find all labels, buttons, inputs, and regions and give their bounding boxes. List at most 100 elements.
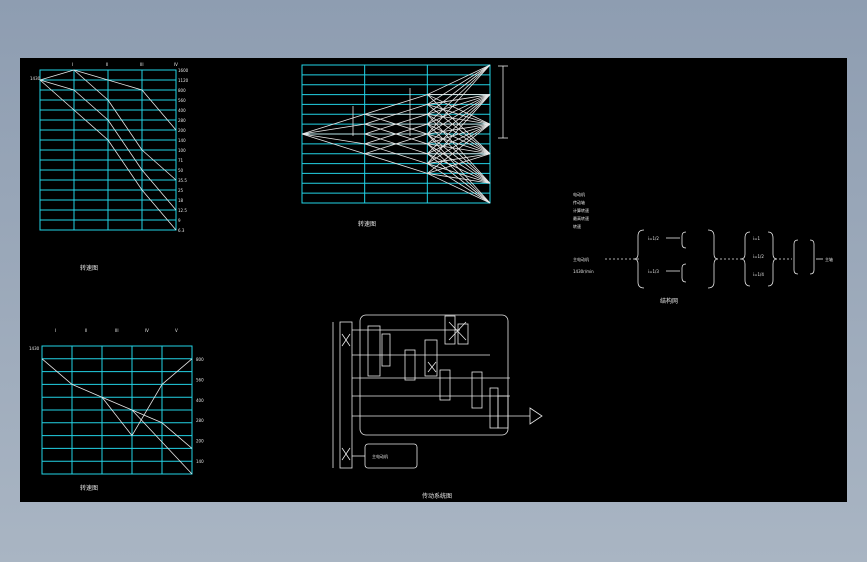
structure-net-ray (427, 173, 491, 204)
note-line: 传动轴 (573, 199, 585, 205)
note-line: 转速 (573, 223, 581, 229)
speed-chart-1-ray (107, 119, 143, 171)
speed-chart-2-speed-value: 140 (196, 459, 204, 464)
speed-chart-1-ray (73, 69, 109, 101)
speed-chart-2-ray (131, 409, 163, 424)
speed-chart-2-shaft-mark: II (85, 328, 87, 333)
structure-net-ray (427, 153, 491, 164)
speed-chart-2-shaft-mark: I (55, 328, 56, 333)
structure-net-ray (364, 94, 428, 115)
speed-chart-1-speed-value: 280 (178, 118, 186, 123)
speed-chart-1-shaft-mark: IV (174, 62, 178, 67)
transmission-structure-formula: 电动机 传动轴 计算转速 最高转速 转速 主电动机 1430r/min i=1/… (573, 191, 833, 289)
speed-chart-1-ray (39, 69, 75, 81)
speed-chart-1-speed-value: 71 (178, 158, 184, 163)
tree-brace (707, 229, 719, 289)
structure-net-ray (427, 153, 491, 174)
note-line: 电动机 (573, 191, 585, 197)
structure-net (301, 64, 508, 204)
speed-chart-1-speed-value: 25 (178, 188, 184, 193)
structure-net-ray (301, 123, 365, 135)
tree-ratio: i=1/2 (753, 254, 764, 259)
speed-chart-1-speed-value: 400 (178, 108, 186, 113)
structure-net-ray (427, 94, 491, 125)
speed-chart-1-speed-value: 1120 (178, 78, 189, 83)
structure-net-ray (427, 64, 491, 105)
speed-chart-1-rays (39, 69, 177, 231)
tree-input-label: 主电动机 (573, 256, 589, 262)
structure-net-ray (364, 133, 428, 155)
speed-chart-2-speed-value: 560 (196, 377, 204, 382)
gear-block (497, 395, 509, 429)
gear-block (439, 369, 451, 401)
tree-brace (681, 231, 687, 249)
structure-net-ray (427, 64, 491, 115)
structure-net-ray (427, 123, 491, 164)
structure-net-ray (301, 133, 365, 145)
speed-chart-1-speed-value: 35.5 (178, 178, 187, 183)
transmission-system-drawing: 主电动机 (332, 314, 543, 469)
structure-net-ray (427, 94, 491, 155)
speed-chart-2-ray (161, 358, 193, 385)
speed-chart-1-speed-value: 800 (178, 88, 186, 93)
speed-chart-1-speed-value: 18 (178, 198, 184, 203)
tree-brace (793, 239, 799, 275)
tree-ratio: i=1/4 (753, 272, 764, 277)
speed-chart-2-shaft-mark: V (175, 328, 178, 333)
structure-net-ray (427, 123, 491, 145)
structure-net-ray (364, 113, 428, 135)
structure-net-ray (427, 123, 491, 155)
speed-chart-2-ray (131, 409, 193, 475)
speed-chart-1-speed-value: 200 (178, 128, 186, 133)
tree-input-speed: 1430r/min (573, 269, 594, 274)
speed-chart-2-ray (71, 384, 103, 398)
speed-chart-2-speed-value: 280 (196, 418, 204, 423)
speed-chart-2-left-value: 1430 (29, 346, 40, 351)
speed-chart-2-caption: 转速图 (80, 484, 98, 492)
speed-chart-1-speed-value: 50 (178, 168, 184, 173)
belt-pulley-shaft (339, 321, 353, 469)
gear-block (471, 371, 483, 409)
speed-chart-2-ray (161, 422, 193, 449)
structure-net-ray (427, 153, 491, 184)
speed-chart-1-speed-value: 1600 (178, 68, 189, 73)
speed-chart-2-shaft-mark: III (115, 328, 119, 333)
speed-chart-1-ray (107, 79, 143, 91)
speed-chart-1-shaft-mark: II (106, 62, 108, 67)
speed-chart-2-ray (101, 396, 133, 436)
gear-block (404, 349, 416, 381)
gear-block (424, 339, 438, 377)
speed-chart-2-ray (101, 396, 133, 411)
spindle-arrow (529, 407, 543, 425)
speed-chart-1-ray (141, 169, 177, 211)
speed-chart-1-ray (73, 89, 109, 121)
speed-chart-2-speed-value: 800 (196, 357, 204, 362)
note-line: 计算转速 (573, 207, 589, 213)
bearing-mark (341, 447, 351, 461)
speed-chart-1-speed-value: 9 (178, 218, 181, 223)
gear-block (444, 315, 456, 345)
structure-net-ray (364, 153, 428, 174)
speed-chart-2-rays (41, 358, 193, 475)
structure-net-ray (301, 113, 365, 135)
transmission-caption: 传动系统图 (422, 492, 452, 500)
speed-chart-1-ray (141, 149, 177, 181)
structure-net-ray (427, 94, 491, 145)
speed-chart-2-speed-value: 200 (196, 439, 204, 444)
bearing-mark (448, 321, 467, 341)
tree-brace (681, 263, 687, 283)
speed-chart-1-ray (73, 109, 109, 141)
structure-net-ray (364, 104, 428, 125)
bearing-mark (427, 361, 437, 373)
tree-brace (633, 229, 645, 289)
note-line: 最高转速 (573, 215, 589, 221)
speed-chart-1-speed-value: 140 (178, 138, 186, 143)
speed-chart-2-ray (41, 358, 73, 385)
gearbox-housing (359, 314, 509, 436)
gear-block (457, 323, 469, 345)
bearing-mark (341, 333, 351, 347)
speed-chart-1-speed-value: 100 (178, 148, 186, 153)
structure-net-ray (427, 123, 491, 174)
